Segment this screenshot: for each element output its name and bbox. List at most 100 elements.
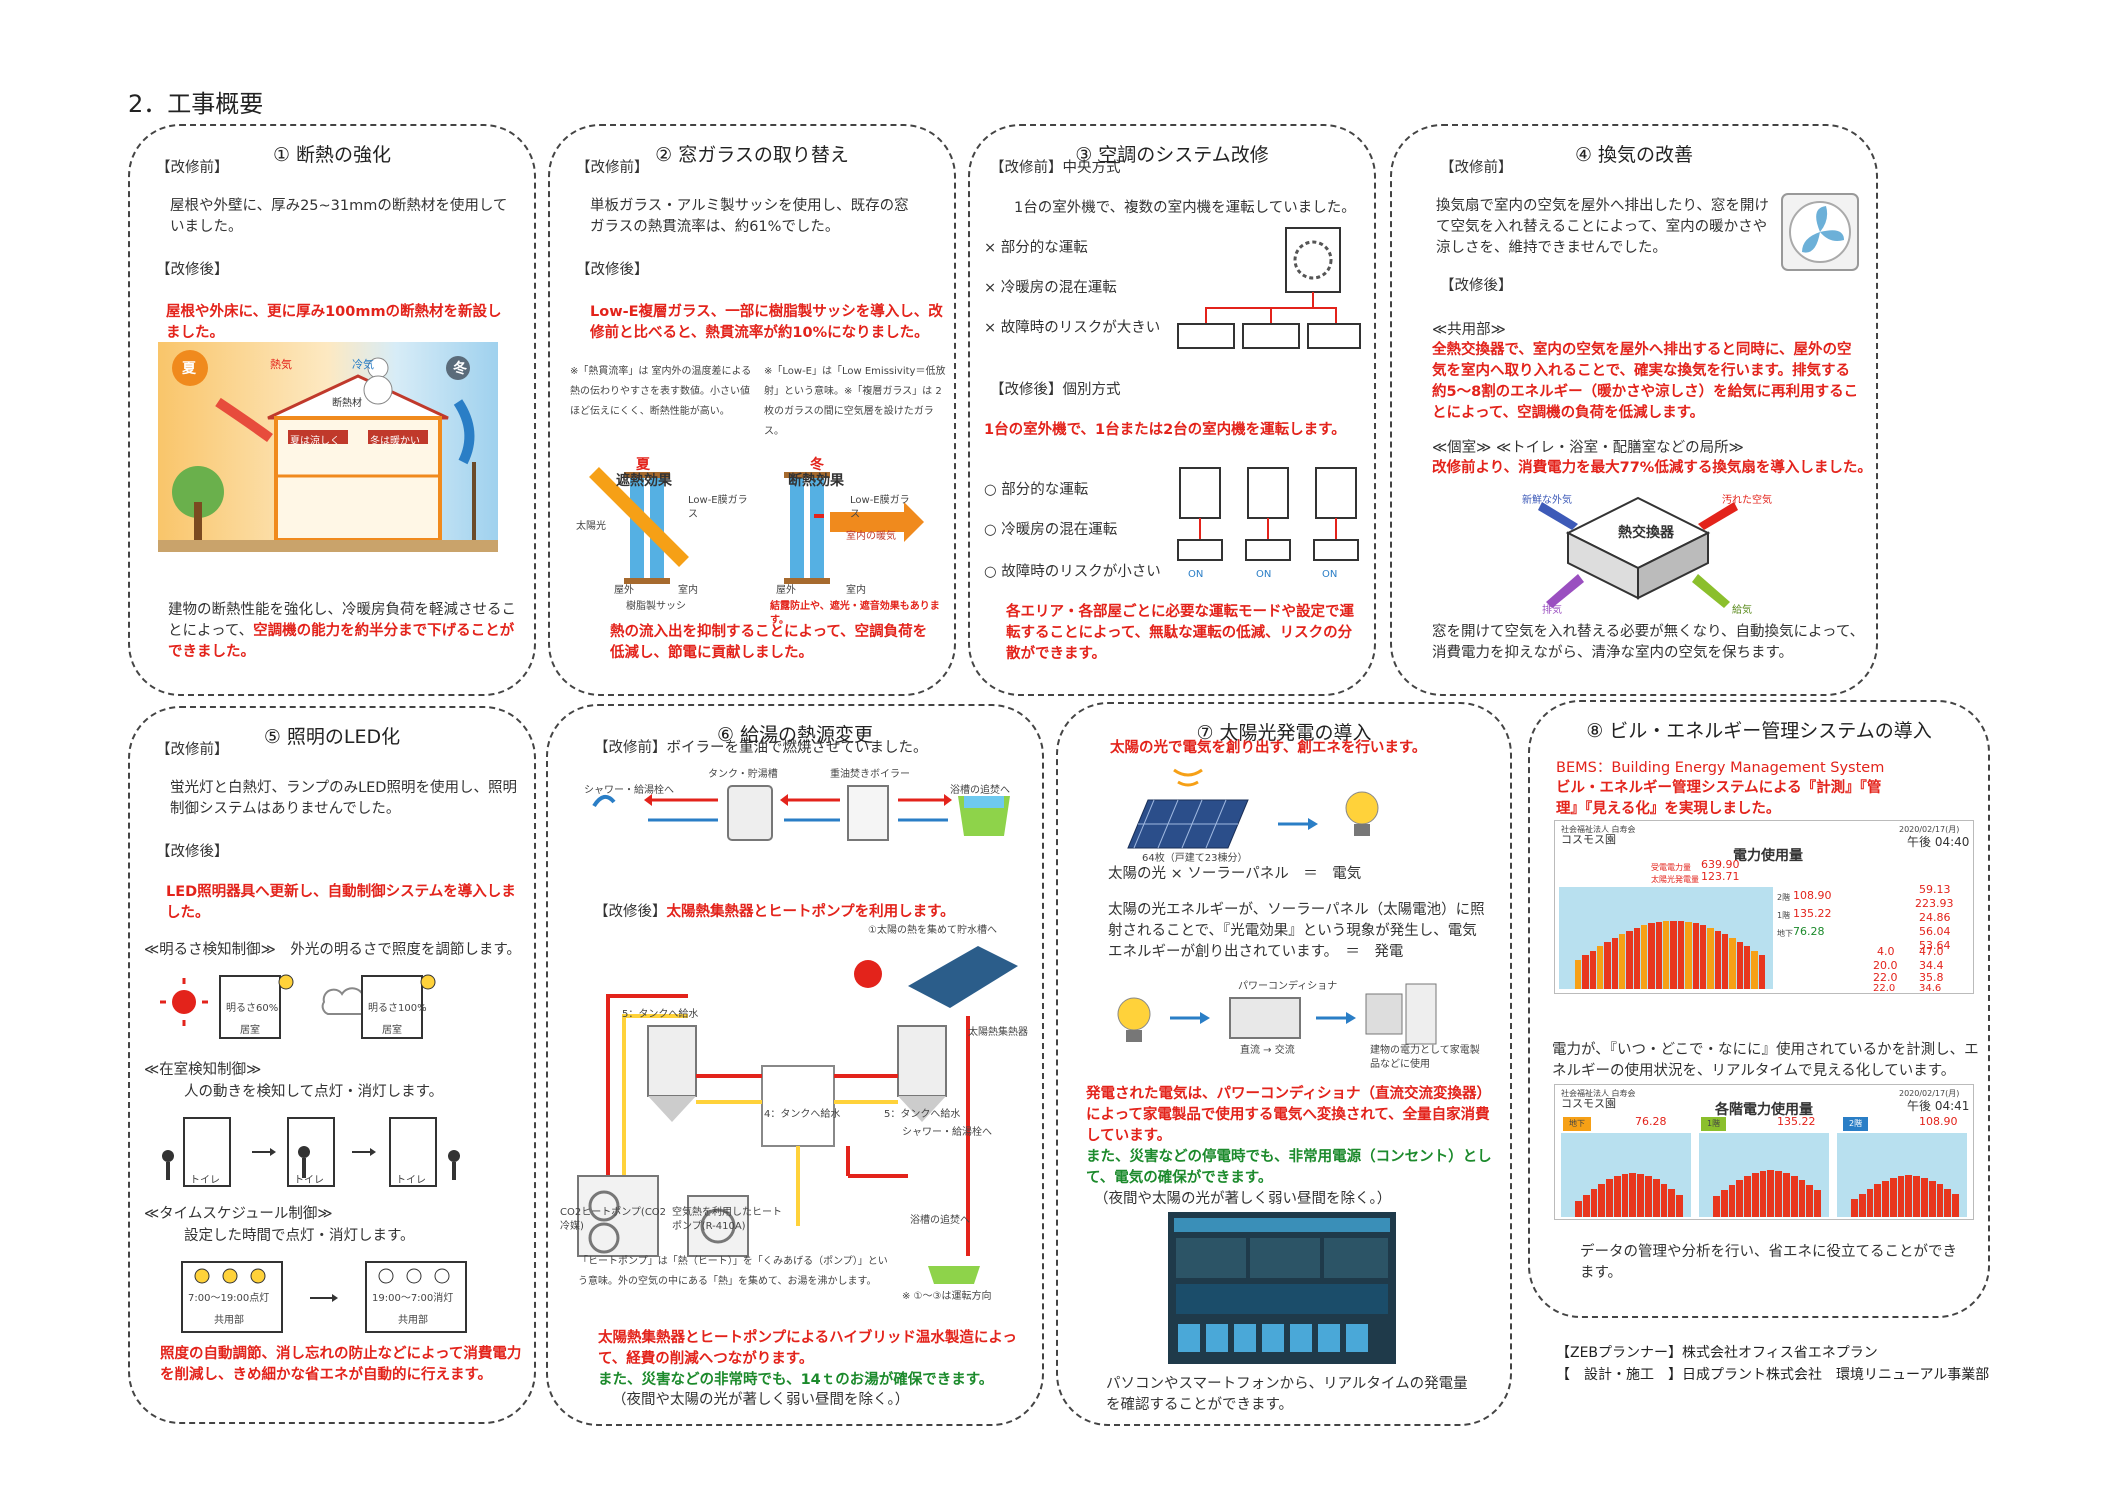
schedule-off: 19:00～7:00消灯 bbox=[372, 1293, 454, 1304]
basement-value: 76.28 bbox=[1793, 925, 1825, 938]
panel-title: ⑦ 太陽光発電の導入 bbox=[1196, 722, 1372, 744]
brightness-60: 明るさ60% bbox=[226, 1003, 279, 1014]
planner-credit: 【ZEBプランナー】株式会社オフィス省エネプラン bbox=[1556, 1345, 1878, 1361]
flow-note: ※ ①～③は運転方向 bbox=[902, 1291, 992, 1302]
shower-label: シャワー・給湯栓へ bbox=[584, 785, 674, 796]
outdoor-label-1: 屋外 bbox=[614, 585, 634, 596]
floor-1-label: 1階 bbox=[1777, 911, 1791, 920]
temp-4: 22.0 bbox=[1873, 983, 1896, 994]
heat-exchanger-label: 熱交換器 bbox=[1618, 525, 1674, 541]
floor-1-value: 135.22 bbox=[1793, 907, 1832, 920]
toilet-label: トイレ bbox=[294, 1175, 324, 1186]
floor-bars-basement bbox=[1575, 1165, 1683, 1217]
hybrid-hot-water-diagram bbox=[577, 946, 1018, 1284]
temp-1: 4.0 bbox=[1877, 945, 1895, 958]
received-value: 639.90 bbox=[1701, 858, 1740, 871]
tank-feed-5b: 5：タンクへ給水 bbox=[884, 1109, 961, 1120]
green-text: また、災害などの停電時でも、非常用電源（コンセント）として、電気の確保ができます… bbox=[1086, 1149, 1492, 1186]
schedule-text: 設定した時間で点灯・消灯します。 bbox=[184, 1228, 415, 1244]
common-area-label: 共用部 bbox=[398, 1315, 428, 1326]
org-name: 社会福祉法人 白寿会 bbox=[1561, 825, 1636, 834]
before-label: 【改修前】 bbox=[156, 160, 229, 176]
reading-1: 59.13 bbox=[1919, 883, 1951, 896]
usage-bar bbox=[1707, 927, 1714, 989]
toilet-label: トイレ bbox=[190, 1175, 220, 1186]
after-label: 【改修後】 bbox=[1440, 278, 1513, 294]
usage-bar bbox=[1668, 1189, 1676, 1217]
usage-bar bbox=[1604, 941, 1611, 989]
usage-bar bbox=[1720, 1190, 1728, 1217]
insulation-label: 断熱材 bbox=[332, 398, 362, 409]
before-text: 1台の室外機で、複数の室内機を運転していました。 bbox=[1014, 200, 1356, 216]
bath-label: 浴槽の追焚へ bbox=[950, 785, 1010, 796]
air-flow-2: 汚れた空気 bbox=[1722, 495, 1772, 506]
usage-bar bbox=[1767, 1170, 1775, 1217]
usage-bar bbox=[1758, 955, 1765, 989]
issue-2: × 冷暖房の混在運転 bbox=[984, 280, 1117, 296]
window-diagram bbox=[589, 467, 924, 584]
middle-text: 電力が、『いつ・どこで・なにに』使用されているかを計測し、エネルギーの使用状況を… bbox=[1552, 1042, 1979, 1079]
sunlight-label: 太陽光 bbox=[576, 521, 606, 532]
collector-label: 太陽熱集熱器 bbox=[968, 1027, 1028, 1038]
solar-heat-label: ①太陽の熱を集めて貯水槽へ bbox=[868, 925, 997, 936]
floor-bars-2 bbox=[1851, 1165, 1959, 1217]
screen-time: 午後 04:40 bbox=[1907, 835, 1970, 849]
usage-bar bbox=[1692, 923, 1699, 989]
bottom-text: 熱の流入出を抑制することによって、空調負荷を低減し、節電に貢献しました。 bbox=[610, 624, 928, 661]
legend-floor-2: 2階 bbox=[1843, 1117, 1869, 1131]
bottom-text: 窓を開けて空気を入れ替える必要が無くなり、自動換気によって、消費電力を抑えながら… bbox=[1432, 624, 1865, 661]
panel-ventilation: ④ 換気の改善 【改修前】 換気扇で室内の空気を屋外へ排出したり、窓を開けて空気… bbox=[1390, 124, 1878, 696]
usage-bar bbox=[1590, 1189, 1598, 1217]
bottom-text: 照度の自動調節、消し忘れの防止などによって消費電力を削減し、きめ細かな省エネが自… bbox=[160, 1346, 522, 1383]
power-usage-screen: 社会福祉法人 白寿会 コスモス園 2020/02/17(月) 午後 04:40 … bbox=[1554, 820, 1974, 994]
brightness-diagram bbox=[160, 974, 436, 1039]
reading-5: 53.64 bbox=[1919, 939, 1951, 952]
usage-bar bbox=[1944, 1188, 1952, 1217]
winter-effect: 断熱効果 bbox=[788, 473, 844, 489]
panel-title: ⑥ 給湯の熱源変更 bbox=[716, 724, 874, 746]
note-right: ※「Low-E」は「Low Emissivity＝低放射」という意味。※「複層ガ… bbox=[764, 366, 946, 437]
insulation-house-illustration bbox=[158, 342, 498, 552]
warm-winter-label: 冬は暖かい bbox=[370, 436, 420, 447]
solar-panel-diagram bbox=[1127, 768, 1379, 849]
usage-bar bbox=[1582, 955, 1589, 989]
panel-bems: ⑧ ビル・エネルギー管理システムの導入 BEMS：Building Energy… bbox=[1528, 700, 1990, 1318]
panel-insulation: ① 断熱の強化 【改修前】 屋根や外壁に、厚み25~31mmの断熱材を使用してい… bbox=[128, 124, 536, 696]
received-label: 受電電力量 bbox=[1651, 863, 1691, 872]
usage-bar bbox=[1897, 1176, 1905, 1217]
usage-bar bbox=[1613, 1175, 1621, 1217]
lead-text-2: ビル・エネルギー管理システムによる『計測』『管理』『見える化』を実現しました。 bbox=[1556, 780, 1882, 817]
common-area-label: 共用部 bbox=[214, 1315, 244, 1326]
org-name-2: 社会福祉法人 白寿会 bbox=[1561, 1089, 1636, 1098]
after-text-red: 太陽熱集熱器とヒートポンプを利用します。 bbox=[666, 904, 955, 920]
usage-bar bbox=[1851, 1198, 1858, 1217]
usage-bar bbox=[1790, 1175, 1798, 1217]
panel-title: ⑤ 照明のLED化 bbox=[263, 726, 401, 748]
room-label: 居室 bbox=[382, 1025, 402, 1036]
usage-bar bbox=[1889, 1177, 1897, 1217]
occupancy-control: ≪在室検知制御≫ bbox=[144, 1062, 262, 1078]
pcs-label: パワーコンディショナ bbox=[1238, 981, 1338, 992]
cold-label: 冷気 bbox=[352, 358, 374, 371]
before-text: 単板ガラス・アルミ製サッシを使用し、既存の窓ガラスの熱貫流率は、約61%でした。 bbox=[590, 198, 909, 235]
usage-bars bbox=[1575, 917, 1765, 989]
sash-label: 樹脂製サッシ bbox=[626, 601, 686, 612]
before-label: 【改修前】 bbox=[1440, 160, 1513, 176]
individual-system-diagram bbox=[1177, 467, 1359, 561]
issue-1: × 部分的な運転 bbox=[984, 240, 1088, 256]
floor-2-total: 108.90 bbox=[1919, 1115, 1958, 1128]
heat-pump-note: 「ヒートポンプ」は「熱（ヒート）」を「くみあげる（ポンプ）」という意味。外の空気… bbox=[578, 1256, 888, 1287]
usage-bar bbox=[1714, 930, 1721, 989]
site-name-2: コスモス園 bbox=[1561, 1097, 1616, 1110]
usage-bar bbox=[1652, 1179, 1660, 1217]
air-flow-4: 給気 bbox=[1732, 605, 1752, 616]
usage-bar bbox=[1685, 921, 1692, 989]
heat-pump-2: 空気熱を利用したヒートポンプ(R-410A) bbox=[672, 1207, 782, 1232]
after-label: 【改修後】 bbox=[576, 262, 649, 278]
private-area-label: ≪個室≫ ≪トイレ・浴室・配膳室などの局所≫ bbox=[1432, 440, 1744, 456]
warm-air-label: 室内の暖気 bbox=[846, 531, 896, 542]
before-text: 【改修前】ボイラーを重油で燃焼させていました。 bbox=[594, 740, 928, 756]
tank-label: タンク・貯湯槽 bbox=[708, 769, 778, 780]
benefit-1: ○ 部分的な運転 bbox=[984, 482, 1089, 498]
benefit-2: ○ 冷暖房の混在運転 bbox=[984, 522, 1118, 538]
